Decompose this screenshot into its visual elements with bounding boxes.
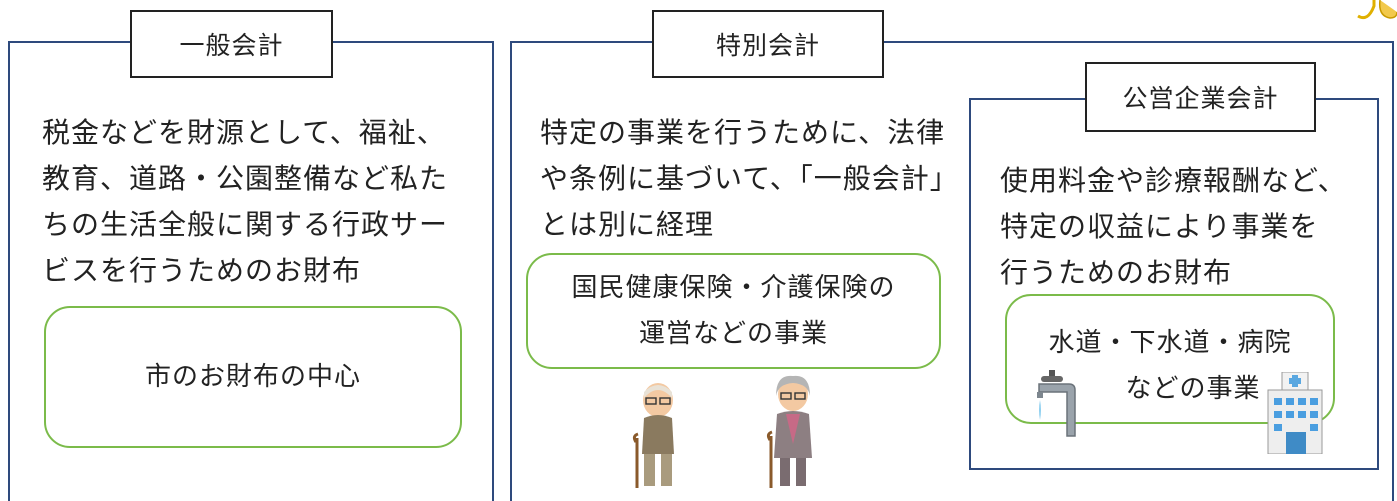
public-enterprise-box-line1: 水道・下水道・病院 <box>1048 328 1292 358</box>
public-enterprise-description: 使用料金や診療報酬など、 特定の収益により事業を 行うためのお財布 <box>1000 164 1347 289</box>
general-account-title: 一般会計 <box>130 10 333 78</box>
hospital-building-icon <box>1267 372 1323 454</box>
special-account-panel <box>510 41 1394 501</box>
special-account-description: 特定の事業を行うために、法律 や条例に基づいて、「一般会計」 とは別に経理 <box>540 116 959 241</box>
public-enterprise-box-line2: などの事業 <box>1125 374 1261 404</box>
general-account-box: 市のお財布の中心 <box>44 306 462 448</box>
special-account-title: 特別会計 <box>652 10 884 78</box>
special-account-box: 国民健康保険・介護保険の 運営などの事業 <box>526 253 941 369</box>
elderly-woman-cane-icon <box>766 375 812 488</box>
elderly-man-cane-icon <box>632 383 674 488</box>
water-faucet-icon <box>1037 370 1076 437</box>
decorative-corner-icon <box>1357 0 1397 20</box>
general-account-description: 税金などを財源として、福祉、 教育、道路・公園整備など私た ちの生活全般に関する… <box>42 116 449 287</box>
public-enterprise-title: 公営企業会計 <box>1085 62 1316 132</box>
